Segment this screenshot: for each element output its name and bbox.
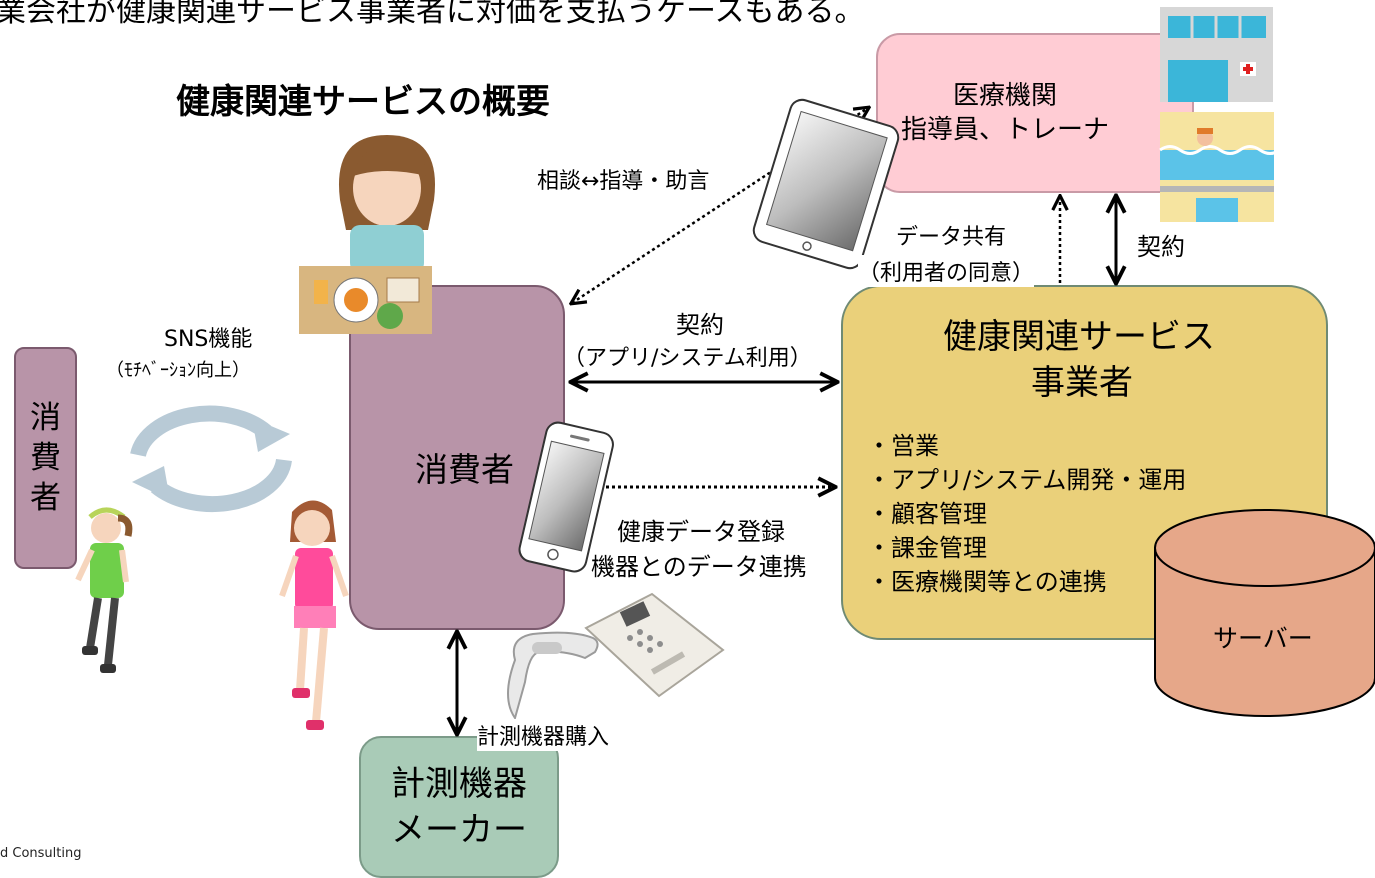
medical-box: 医療機関 指導員、トレーナ [876, 33, 1194, 193]
body-scale-icon [584, 592, 725, 698]
smartphone-icon [518, 421, 614, 573]
runner-illustration [75, 507, 133, 673]
wearable-device-icon [507, 631, 599, 721]
provider-items: ・営業 ・アプリ/システム開発・運用 ・顧客管理 ・課金管理 ・医療機関等との連… [867, 429, 1186, 599]
contract-label-2: （アプリ/システム利用） [563, 346, 812, 371]
data-share-label-1: データ共有 [896, 219, 1007, 251]
maker-line2: メーカー [391, 810, 527, 850]
footer-credit: d Consulting [0, 846, 82, 861]
health-data-label-1: 健康データ登録 [617, 518, 785, 546]
sns-label-2: （ﾓﾁﾍﾞｰｼｮﾝ向上） [106, 360, 250, 381]
provider-item: ・医療機関等との連携 [867, 568, 1107, 596]
provider-item: ・営業 [867, 432, 939, 460]
consumer-side-label: 消 費 者 [30, 400, 61, 516]
device-purchase-label: 計測機器購入 [477, 719, 610, 751]
pool-building-icon [1159, 112, 1281, 222]
provider-item: ・課金管理 [867, 534, 987, 562]
consult-label: 相談↔指導・助言 [537, 163, 710, 195]
maker-box: 計測機器 メーカー [359, 736, 559, 878]
health-data-label-2: 機器とのデータ連携 [591, 553, 807, 581]
runner-illustration [279, 500, 349, 730]
server-label: サーバー [1213, 624, 1313, 653]
consumer-side-box: 消 費 者 [14, 347, 77, 569]
woman-eating-illustration [299, 135, 436, 334]
tablet-icon [752, 98, 900, 270]
medical-line1: 医療機関 [952, 81, 1057, 111]
medical-line2: 指導員、トレーナ [900, 115, 1109, 145]
medical-contract-label: 契約 [1137, 233, 1185, 261]
sns-label-1: SNS機能 [164, 327, 253, 352]
consumer-main-label: 消費者 [415, 450, 514, 489]
provider-item: ・アプリ/システム開発・運用 [867, 466, 1187, 494]
provider-title-2: 事業者 [1031, 363, 1133, 403]
data-share-label-2: （利用者の同意） [858, 255, 1035, 287]
provider-item: ・顧客管理 [867, 500, 987, 528]
diagram-title: 健康関連サービスの概要 [176, 82, 550, 122]
contract-label-1: 契約 [676, 311, 724, 339]
hospital-building-icon [1160, 7, 1273, 102]
cycle-arrows-icon [130, 405, 292, 512]
provider-title-1: 健康関連サービス [943, 317, 1215, 357]
server-cylinder [1154, 509, 1375, 717]
maker-line1: 計測機器 [391, 764, 527, 804]
header-cut-text: 業会社が健康関連サービス事業者に対価を支払うケースもある。 [0, 0, 865, 29]
